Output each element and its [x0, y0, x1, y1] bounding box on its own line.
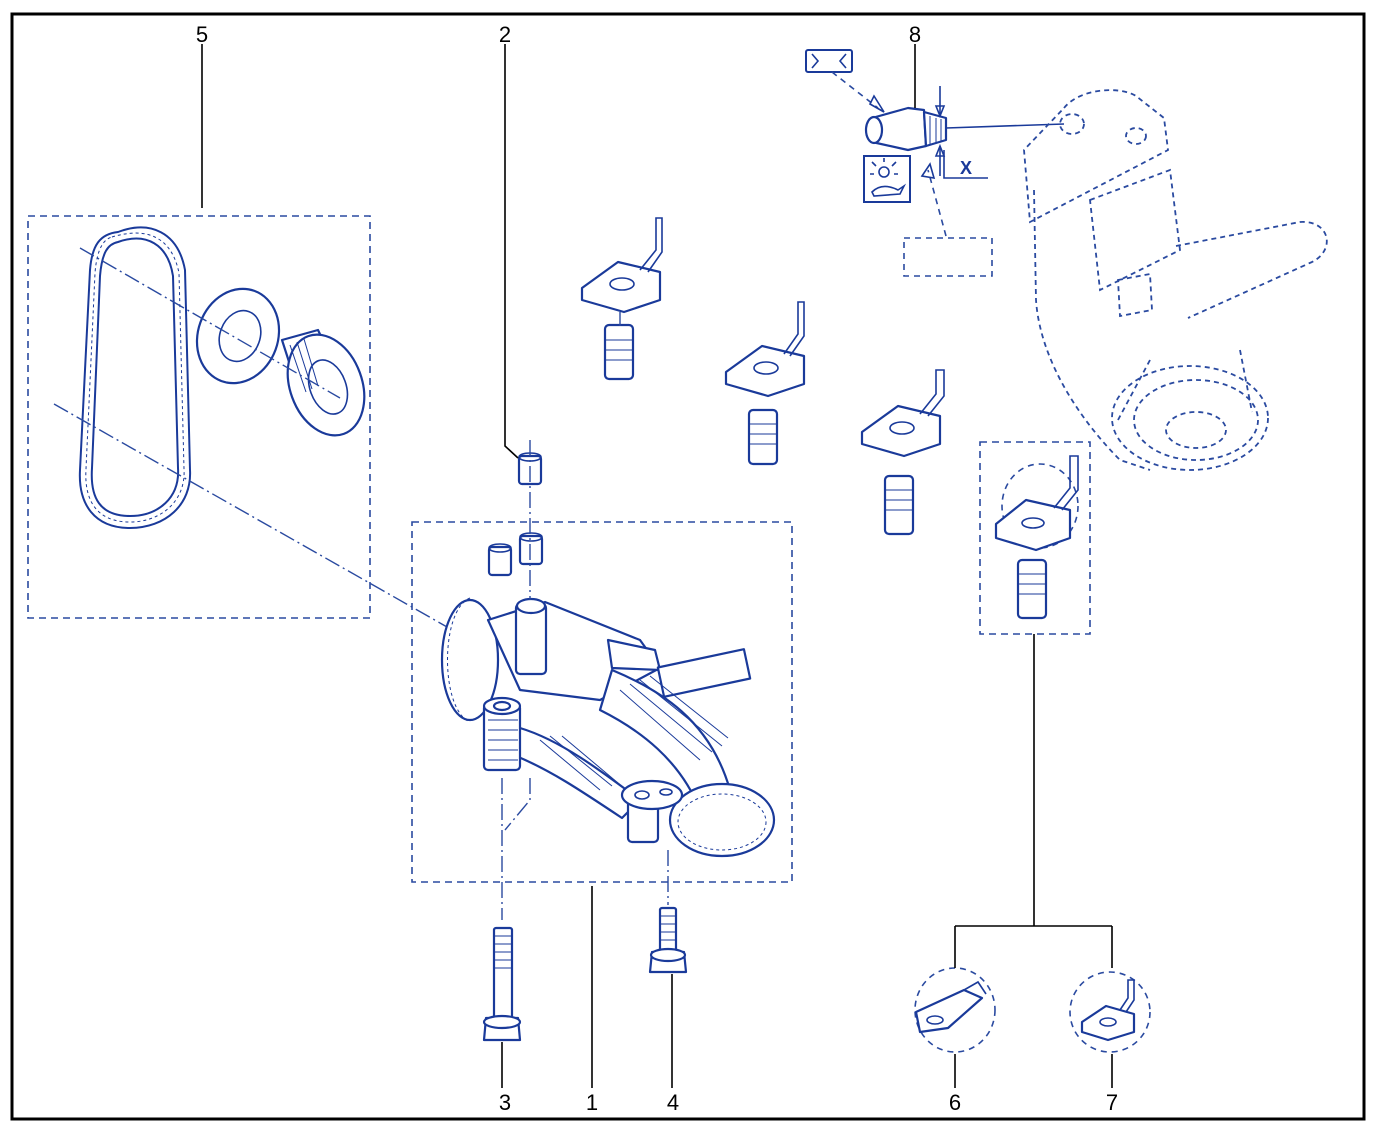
- dowel-sleeve: [487, 545, 513, 577]
- pump-drive-sprocket: [195, 287, 366, 437]
- cooling-jet-variant-7: [1069, 971, 1151, 1053]
- variant-bracket-leader: [954, 634, 1113, 968]
- oil-pump-group-box: [411, 521, 793, 883]
- cooling-jet-variant-box: [979, 441, 1091, 635]
- torque-value-box: [903, 237, 993, 277]
- sealant-symbol-icon: [805, 49, 853, 73]
- dowel-sleeve: [518, 534, 544, 566]
- diagram-frame: [10, 12, 1366, 1121]
- sprocket-axis-line: [53, 403, 471, 641]
- switch-port-line: [945, 123, 1065, 129]
- piston-cooling-jet-4: [994, 455, 1079, 620]
- callout-1: 1: [586, 1090, 598, 1115]
- leader-2: [504, 44, 519, 459]
- dimension-x: X: [934, 86, 988, 179]
- torque-leader: [927, 169, 947, 237]
- piston-cooling-jet-3: [860, 369, 945, 536]
- callout-5: 5: [196, 22, 208, 47]
- oil-pressure-warning-icon: [863, 155, 911, 203]
- long-bolt: [482, 778, 531, 1042]
- callout-3: 3: [499, 1090, 511, 1115]
- dimension-x-label: X: [960, 158, 972, 178]
- timing-chain: [78, 226, 192, 530]
- callout-2: 2: [499, 22, 511, 47]
- callout-6: 6: [949, 1090, 961, 1115]
- piston-cooling-jet-1: [580, 217, 663, 381]
- pickup-strainer: [668, 782, 776, 858]
- pump-sprocket: [440, 598, 500, 722]
- chain-axis-line: [79, 247, 341, 399]
- dowel-sleeves: [487, 440, 544, 600]
- short-bolt: [648, 850, 688, 974]
- callout-7: 7: [1106, 1090, 1118, 1115]
- callout-8: 8: [909, 22, 921, 47]
- callout-4: 4: [667, 1090, 679, 1115]
- cooling-jet-variant-6: [914, 967, 996, 1053]
- oil-pressure-switch: [864, 106, 948, 152]
- engine-block-ghost: [1023, 89, 1328, 471]
- chain-group-box: [27, 215, 371, 619]
- oil-pump-body: [440, 597, 776, 858]
- piston-cooling-jet-2: [724, 301, 806, 466]
